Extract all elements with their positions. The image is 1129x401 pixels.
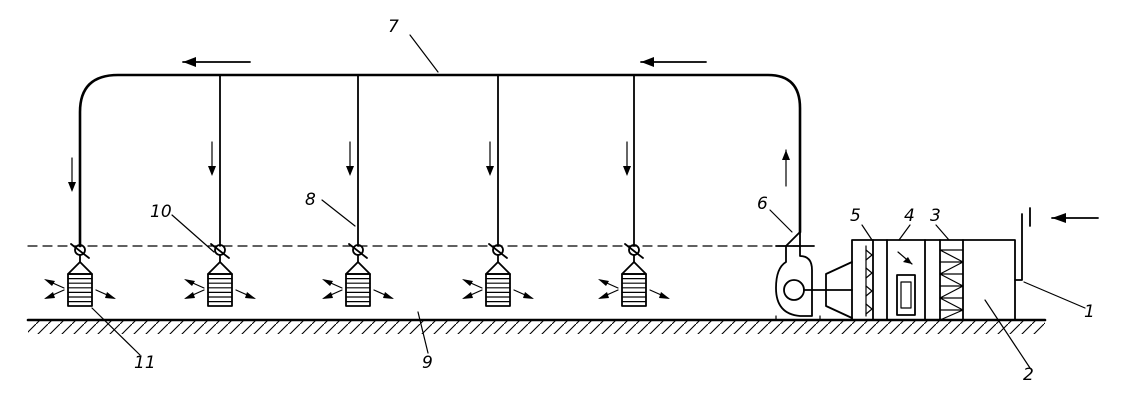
label-9: 9	[422, 353, 433, 373]
arrow-icon	[486, 141, 494, 176]
arrow-icon	[1052, 213, 1066, 223]
riser-up-arrow	[782, 149, 790, 187]
drop-flow-arrows	[68, 141, 631, 192]
arrow-icon	[513, 289, 534, 299]
diffuser-icon	[184, 243, 256, 307]
arrow-icon	[346, 141, 354, 176]
diffuser-icon	[598, 243, 670, 307]
diffuser-icon	[44, 243, 116, 307]
label-6: 6	[757, 194, 768, 214]
arrow-icon	[598, 279, 619, 299]
label-7: 7	[388, 17, 399, 37]
label-11: 11	[134, 353, 156, 373]
label-10: 10	[150, 202, 172, 222]
branch-drops	[219, 74, 635, 247]
arrow-icon	[68, 157, 76, 192]
air-handling-unit	[851, 207, 1031, 321]
main-duct	[78, 73, 802, 248]
arrow-icon	[44, 279, 65, 299]
arrow-icon	[373, 289, 394, 299]
floor	[26, 318, 1047, 334]
arrow-icon	[462, 279, 483, 299]
fan-icon	[775, 231, 853, 321]
arrow-icon	[641, 57, 654, 67]
labels: 7 1 2 3 4 5 6 8 9 10 11	[134, 17, 1095, 385]
filter-teeth	[865, 249, 873, 315]
diffuser-icon	[322, 243, 394, 307]
leader-lines	[91, 34, 1086, 369]
diffusers	[44, 243, 670, 307]
arrow-icon	[322, 279, 343, 299]
label-3: 3	[930, 206, 941, 226]
arrow-icon	[623, 141, 631, 176]
arrow-icon	[95, 289, 116, 299]
intake-arrow	[1051, 213, 1099, 223]
arrow-icon	[208, 141, 216, 176]
arrow-icon	[235, 289, 256, 299]
arrow-icon	[782, 150, 790, 160]
label-1: 1	[1084, 302, 1095, 322]
label-8: 8	[305, 190, 316, 210]
label-5: 5	[850, 206, 861, 226]
arrow-icon	[183, 57, 196, 67]
label-4: 4	[904, 206, 915, 226]
arrow-icon	[649, 289, 670, 299]
arrow-icon	[184, 279, 205, 299]
label-2: 2	[1023, 365, 1034, 385]
diffuser-icon	[462, 243, 534, 307]
top-flow-arrows	[182, 57, 707, 67]
